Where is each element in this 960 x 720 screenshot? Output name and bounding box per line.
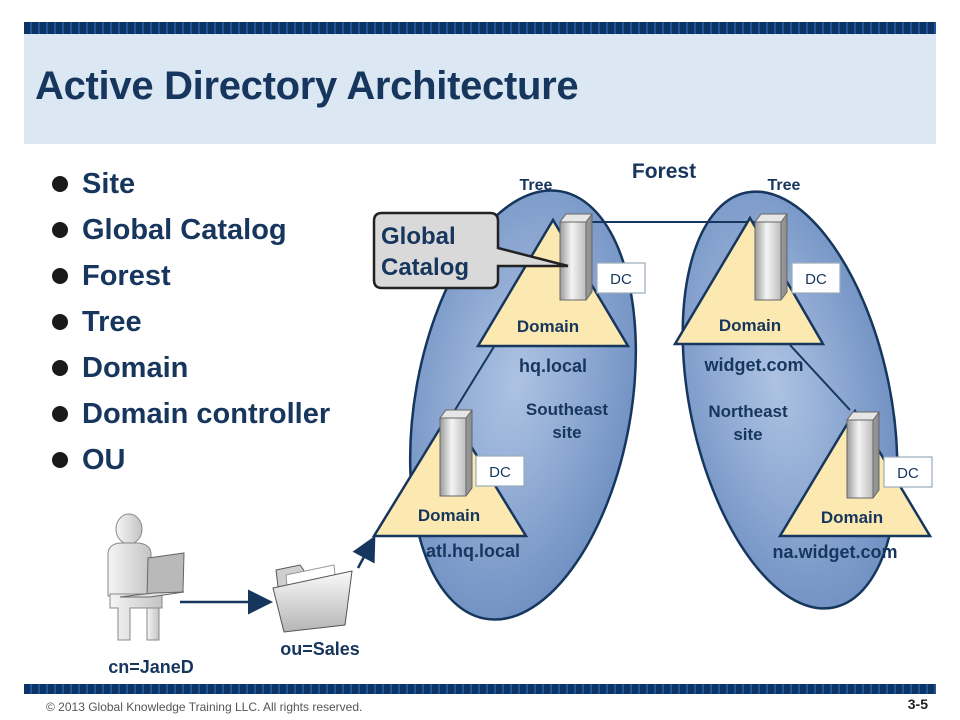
bullet-dot bbox=[52, 176, 68, 192]
bullet-item-forest: Forest bbox=[52, 256, 330, 302]
dc-box-widget bbox=[791, 262, 841, 294]
title-band bbox=[24, 34, 936, 144]
bullet-item-domain: Domain bbox=[52, 348, 330, 394]
tree-label-left: Tree bbox=[520, 177, 553, 194]
dc-label-na: DC bbox=[897, 465, 919, 482]
global-catalog-callout-line1: Global bbox=[381, 223, 456, 250]
slide-title: Active Directory Architecture bbox=[35, 64, 579, 108]
domain-name-na: na.widget.com bbox=[772, 542, 897, 562]
bullet-item-domain-controller: Domain controller bbox=[52, 394, 330, 440]
site-label-southeast-line1: Southeast bbox=[526, 400, 609, 419]
ou-folder-icon bbox=[272, 564, 353, 633]
domain-label-na: Domain bbox=[821, 508, 883, 527]
tree-label-right: Tree bbox=[768, 177, 801, 194]
bullet-list: Site Global Catalog Forest Tree Domain D… bbox=[52, 164, 330, 486]
top-stripe bbox=[24, 22, 936, 34]
bullet-item-ou: OU bbox=[52, 440, 330, 486]
site-label-southeast-line2: site bbox=[552, 423, 581, 442]
bullet-dot bbox=[52, 222, 68, 238]
bullet-dot bbox=[52, 314, 68, 330]
arrow-ou-to-domain bbox=[352, 535, 376, 569]
site-label-northeast-line1: Northeast bbox=[708, 402, 788, 421]
global-catalog-callout-line2: Catalog bbox=[381, 254, 469, 281]
user-with-laptop-icon bbox=[107, 513, 185, 641]
trust-line-widget-na bbox=[789, 344, 851, 411]
dc-box-hq bbox=[596, 262, 646, 294]
user-cn-label: cn=JaneD bbox=[108, 657, 194, 677]
forest-label: Forest bbox=[632, 160, 696, 183]
dc-box-na bbox=[883, 456, 933, 488]
domain-label-atl: Domain bbox=[418, 506, 480, 525]
dc-label-widget: DC bbox=[805, 271, 827, 288]
ou-sales-label: ou=Sales bbox=[280, 639, 360, 659]
server-icon bbox=[559, 213, 593, 301]
domain-name-atl: atl.hq.local bbox=[426, 541, 520, 561]
copyright-text: © 2013 Global Knowledge Training LLC. Al… bbox=[46, 700, 363, 714]
bullet-dot bbox=[52, 406, 68, 422]
dc-label-hq: DC bbox=[610, 271, 632, 288]
domain-name-hq: hq.local bbox=[519, 356, 587, 376]
bullet-dot bbox=[52, 360, 68, 376]
bullet-item-site: Site bbox=[52, 164, 330, 210]
trust-line-hq-atl bbox=[454, 344, 496, 411]
bottom-stripe bbox=[24, 684, 936, 694]
dc-box-atl bbox=[475, 455, 525, 487]
domain-name-widget: widget.com bbox=[703, 355, 803, 375]
page-number: 3-5 bbox=[907, 696, 928, 712]
bullet-dot bbox=[52, 452, 68, 468]
domain-label-widget: Domain bbox=[719, 316, 781, 335]
bullet-item-tree: Tree bbox=[52, 302, 330, 348]
server-icon bbox=[846, 411, 880, 499]
site-label-northeast-line2: site bbox=[733, 425, 762, 444]
bullet-dot bbox=[52, 268, 68, 284]
server-icon bbox=[439, 409, 473, 497]
domain-label-hq: Domain bbox=[517, 317, 579, 336]
bullet-item-global-catalog: Global Catalog bbox=[52, 210, 330, 256]
dc-label-atl: DC bbox=[489, 464, 511, 481]
global-catalog-callout bbox=[372, 211, 569, 290]
server-icon bbox=[754, 213, 788, 301]
